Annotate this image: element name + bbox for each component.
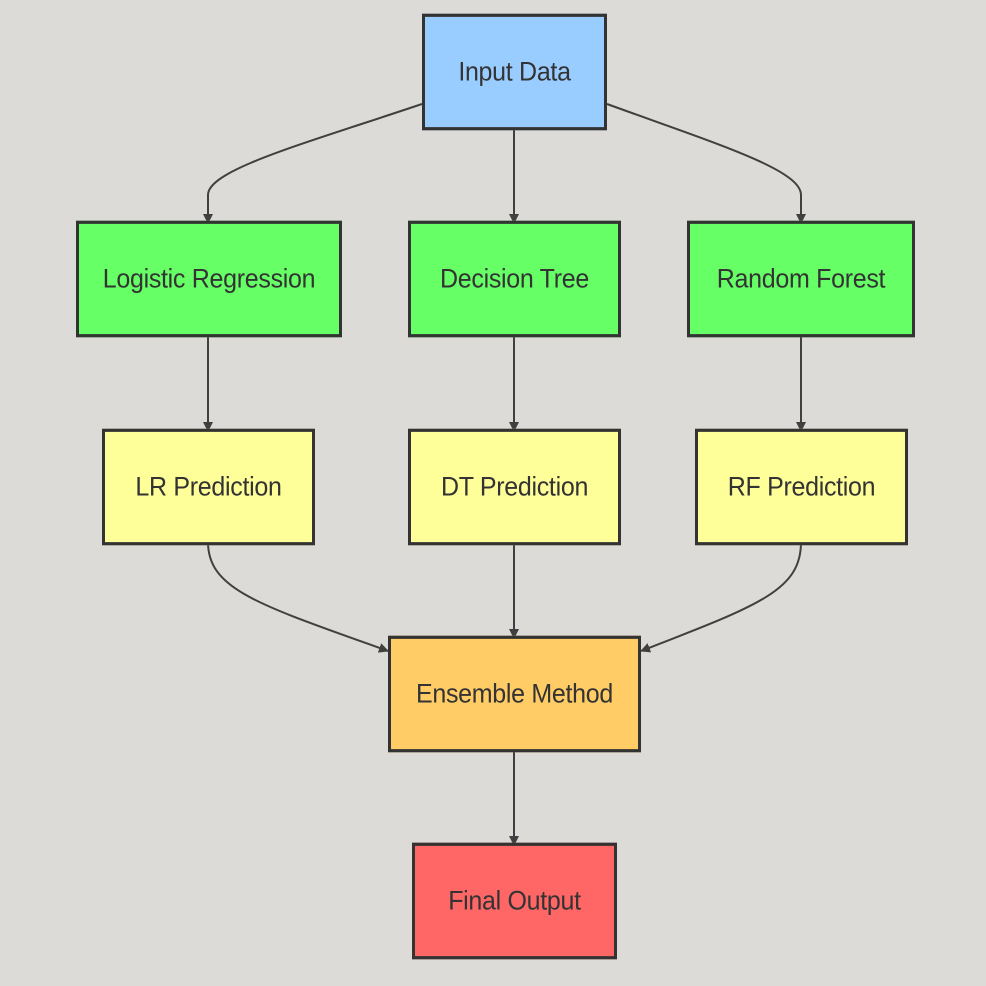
node-dt-prediction: DT Prediction bbox=[408, 428, 621, 546]
node-ensemble-method: Ensemble Method bbox=[388, 635, 641, 753]
node-label: LR Prediction bbox=[135, 471, 282, 502]
node-label: Random Forest bbox=[716, 263, 886, 294]
edge-rf-prediction-to-ensemble bbox=[640, 541, 802, 653]
node-decision-tree: Decision Tree bbox=[408, 220, 621, 338]
edge-input-to-random-forest bbox=[606, 103, 806, 224]
node-label: DT Prediction bbox=[440, 471, 589, 502]
node-random-forest: Random Forest bbox=[687, 220, 915, 338]
node-logistic-regression: Logistic Regression bbox=[76, 220, 342, 338]
edge-lr-prediction-to-ensemble bbox=[207, 541, 389, 653]
node-label: Input Data bbox=[458, 56, 571, 87]
node-lr-prediction: LR Prediction bbox=[102, 428, 315, 546]
node-input-data: Input Data bbox=[422, 13, 607, 131]
node-final-output: Final Output bbox=[412, 842, 617, 960]
node-label: Decision Tree bbox=[440, 263, 589, 294]
node-label: RF Prediction bbox=[727, 471, 876, 502]
node-label: Logistic Regression bbox=[102, 263, 316, 294]
node-label: Final Output bbox=[448, 885, 581, 916]
edge-input-to-logistic-regression bbox=[203, 103, 423, 224]
node-rf-prediction: RF Prediction bbox=[695, 428, 908, 546]
node-label: Ensemble Method bbox=[415, 678, 613, 709]
